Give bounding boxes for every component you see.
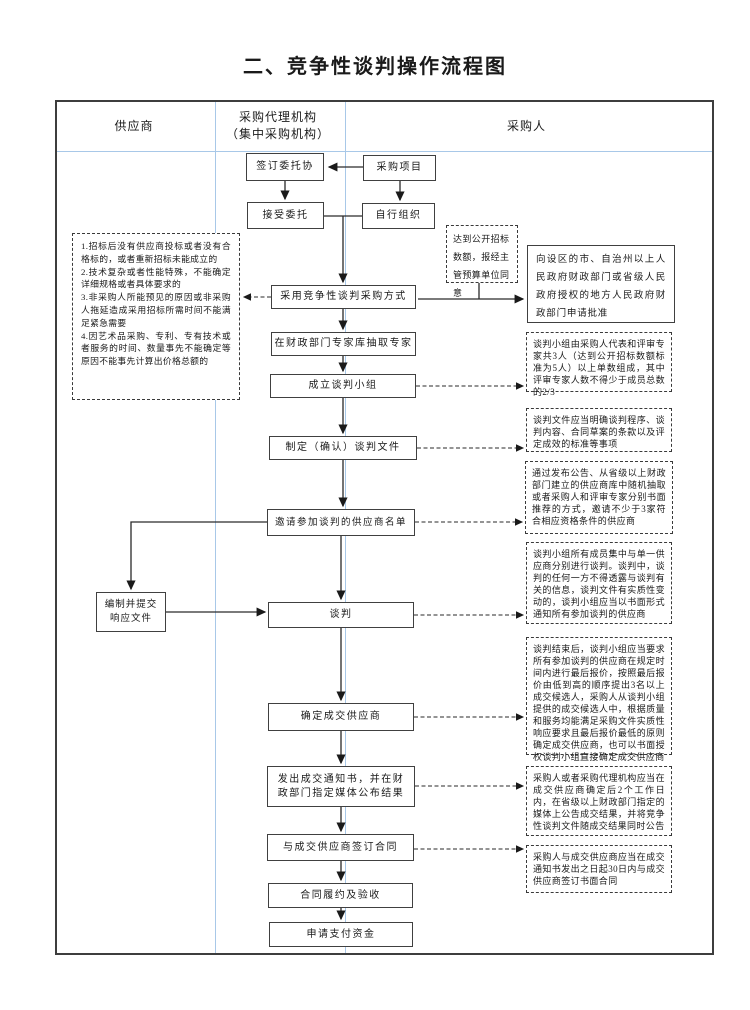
page-title: 二、竞争性谈判操作流程图 [243, 56, 507, 78]
step-accept-entrust: 接受委托 [247, 202, 324, 229]
response-doc-line1: 编制并提交 [104, 600, 158, 610]
condition-item-2: 2.技术复杂或者性能特殊，不能确定详细规格或者具体要求的 [81, 266, 231, 290]
step-sign-agreement: 签订委托协 [246, 153, 324, 181]
column-header-supplier: 供应商 [114, 119, 154, 133]
step-form-negotiation-group: 成立谈判小组 [270, 374, 416, 398]
response-doc-line2: 响应文件 [109, 614, 152, 624]
condition-item-1: 1.招标后没有供应商投标或者没有合格标的，或者重新招标未能成立的 [81, 241, 231, 264]
column-divider-1 [215, 102, 216, 953]
step-apply-payment: 申请支付资金 [269, 922, 413, 947]
step-confirm-deal-supplier: 确定成交供应商 [268, 703, 414, 731]
step-send-deal-notice: 发出成交通知书，并在财政部门指定媒体公布结果 [267, 766, 415, 807]
invitation-method-note: 通过发布公告、从省级以上财政部门建立的供应商库中随机抽取或者采购人和评审专家分别… [525, 461, 673, 534]
final-offer-note: 谈判结束后，谈判小组应当要求所有参加谈判的供应商在规定时间内进行最后报价，按照最… [526, 637, 672, 762]
step-make-documents: 制定（确认）谈判文件 [269, 436, 417, 460]
step-invite-supplier-list: 邀请参加谈判的供应商名单 [267, 509, 415, 536]
condition-item-4: 4.因艺术品采购、专利、专有技术或者服务的时间、数量事先不能确定等原因不能事先计… [81, 330, 231, 367]
dashed-annotation-arrows [242, 293, 525, 853]
condition-item-3: 3.非采购人所能预见的原因或非采购人拖延造成采用招标所需时间不能满足紧急需要 [81, 292, 231, 328]
negotiation-procedure-note: 谈判小组所有成员集中与单一供应商分别进行谈判。谈判中，谈判的任何一方不得透露与谈… [526, 542, 672, 624]
step-extract-experts: 在财政部门专家库抽取专家 [271, 332, 416, 356]
header-divider [57, 151, 712, 152]
step-prepare-response-documents: 编制并提交 响应文件 [96, 592, 166, 632]
step-adopt-negotiation-method: 采用竞争性谈判采购方式 [271, 285, 416, 309]
negotiation-conditions-note: 1.招标后没有供应商投标或者没有合格标的，或者重新招标未能成立的 2.技术复杂或… [72, 233, 240, 400]
solid-flow-arrows [126, 162, 525, 921]
step-contract-performance: 合同履约及验收 [268, 883, 413, 908]
agency-header-line2: （集中采购机构） [225, 127, 330, 141]
document-content-note: 谈判文件应当明确谈判程序、谈判内容、合同草案的条款以及评定成效的标准等事项 [526, 408, 672, 452]
agency-header-line1: 采购代理机构 [238, 110, 317, 124]
group-composition-note: 谈判小组由采购人代表和评审专家共3人（达到公开招标数额标准为5人）以上单数组成，… [526, 332, 672, 397]
result-announcement-note: 采购人或者采购代理机构应当在成交供应商确定后2个工作日内，在省级以上财政部门指定… [526, 766, 672, 836]
contract-deadline-note: 采购人与成交供应商应当在成交通知书发出之日起30日内与成交供应商签订书面合同 [526, 845, 672, 893]
column-header-purchaser: 采购人 [506, 119, 546, 133]
public-bid-threshold-note: 达到公开招标数额，报经主管预算单位同意 [446, 225, 518, 298]
step-negotiate: 谈判 [268, 602, 414, 628]
step-sign-contract: 与成交供应商签订合同 [267, 834, 414, 861]
column-header-agency: 采购代理机构 （集中采购机构） [213, 108, 343, 142]
step-self-organize: 自行组织 [362, 203, 435, 229]
step-procurement-project: 采购项目 [363, 155, 436, 181]
approval-authority-box: 向设区的市、自治州以上人民政府财政部门或省级人民政府授权的地方人民政府财政部门申… [527, 245, 675, 323]
